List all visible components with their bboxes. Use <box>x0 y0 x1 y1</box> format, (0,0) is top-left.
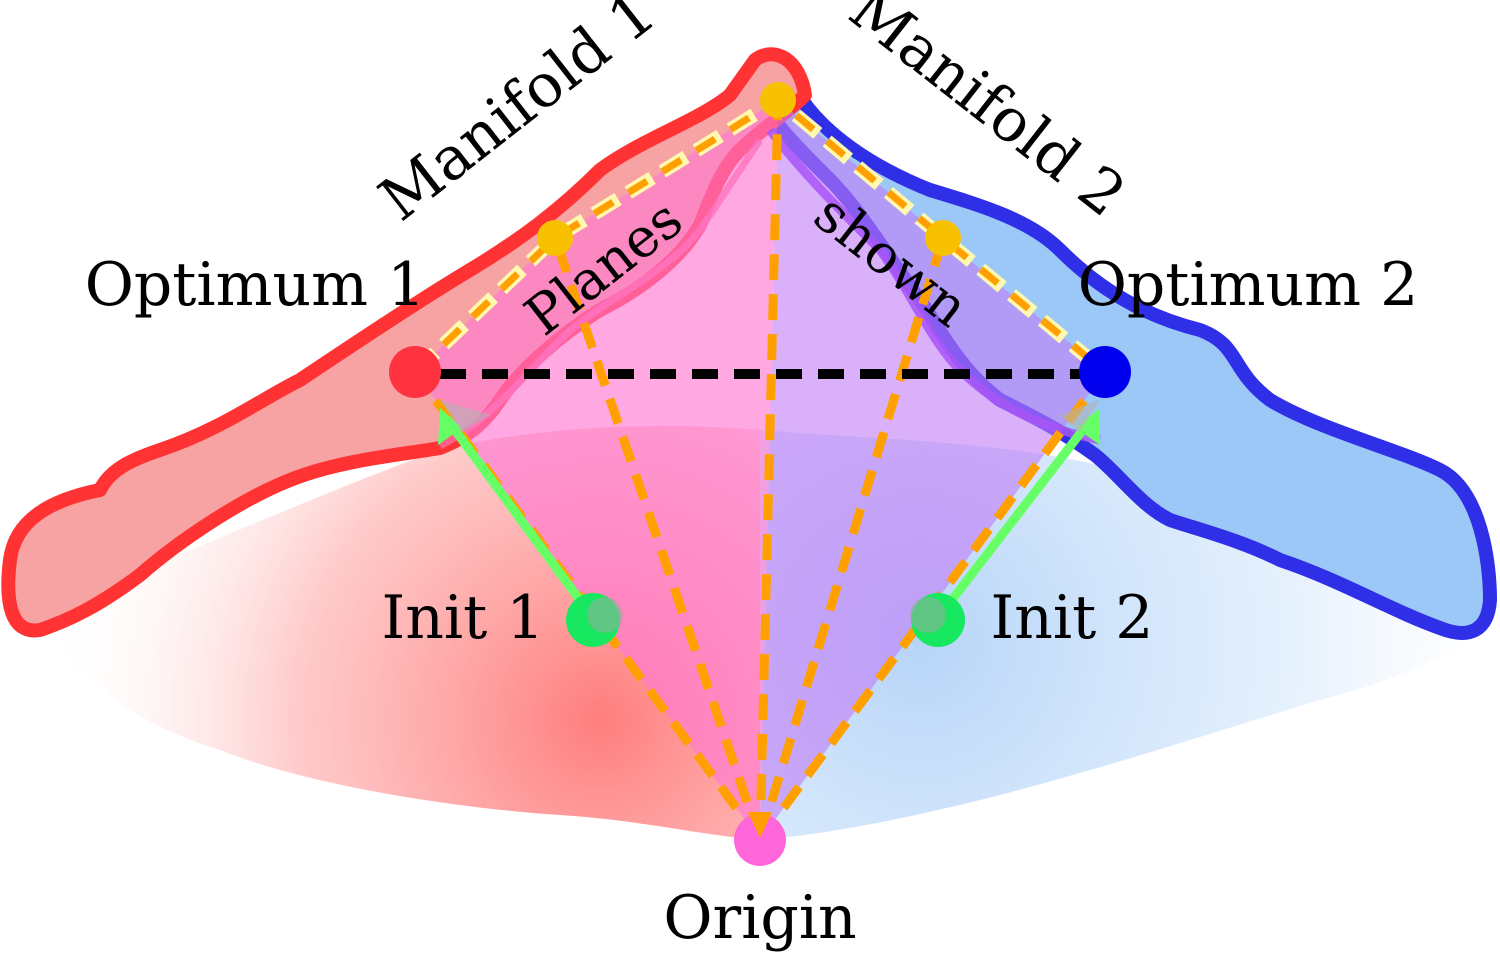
init-2-arrow <box>934 415 1096 621</box>
optimum-1-shadow <box>440 400 490 432</box>
manifold-2-inner-ridge <box>766 127 1101 445</box>
optimum-2-shadow <box>1058 400 1100 432</box>
optimum-1-point <box>389 346 441 398</box>
init-1-arrowhead <box>438 408 462 445</box>
plane-point-2 <box>760 82 796 118</box>
edge-origin-plane-point-2 <box>755 99 783 841</box>
init-1-point-shade <box>587 597 623 633</box>
optimum-1-label: Optimum 1 <box>85 250 426 320</box>
init-arrows <box>438 400 1100 621</box>
init-1-arrow <box>442 415 597 621</box>
plane-left <box>415 100 778 840</box>
plane-right <box>760 100 1105 840</box>
init-1-label: Init 1 <box>382 583 545 653</box>
plane-point-1 <box>537 220 573 256</box>
origin-label: Origin <box>663 883 856 953</box>
plane-point-3 <box>925 220 961 256</box>
init-2-point-shade <box>910 597 946 633</box>
optimum-2-point <box>1079 346 1131 398</box>
edge-origin-plane-point-1 <box>550 236 765 842</box>
init-2-label: Init 2 <box>991 583 1154 653</box>
origin-arrow-tip <box>748 812 772 838</box>
init-2-arrowhead <box>1076 408 1100 445</box>
origin-point <box>734 814 786 866</box>
optimum-2-label: Optimum 2 <box>1078 250 1419 320</box>
edge-origin-plane-point-3 <box>755 236 948 842</box>
